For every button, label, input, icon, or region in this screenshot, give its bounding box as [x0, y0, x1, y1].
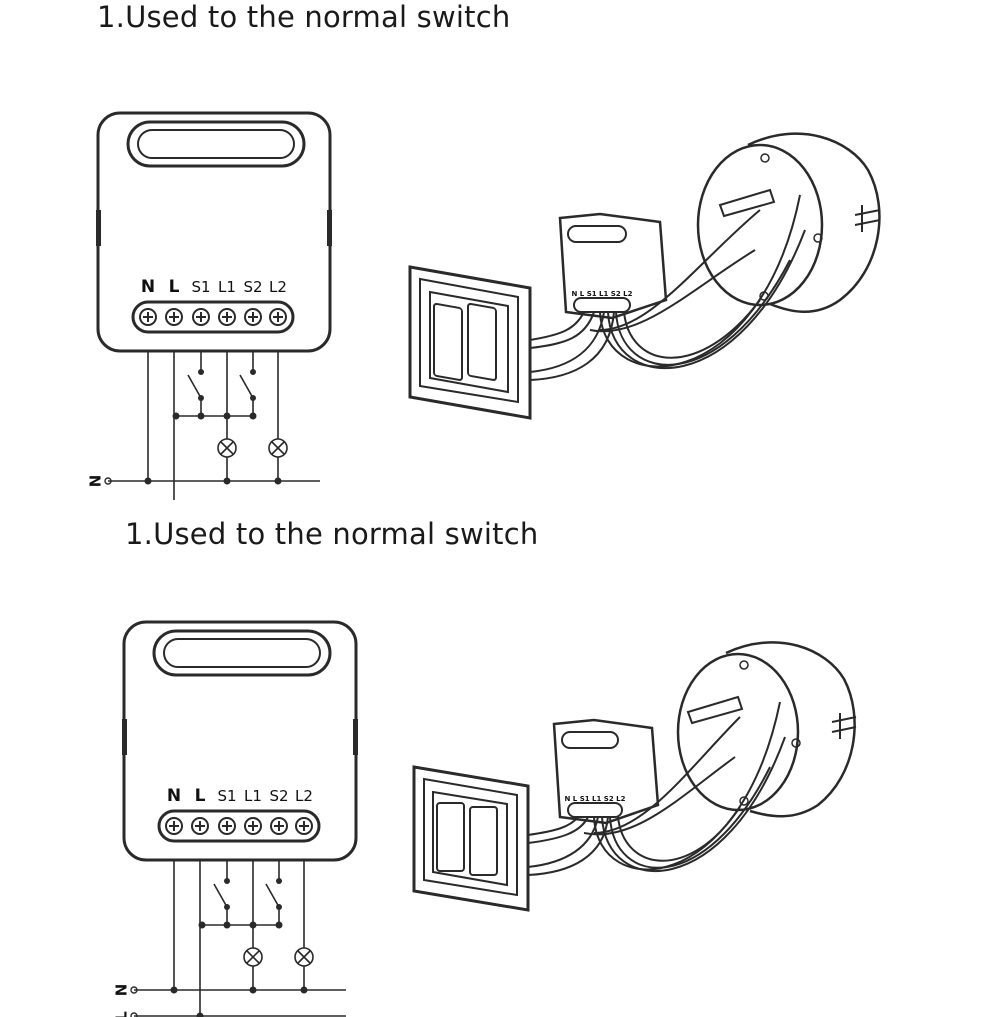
side-clip-left [122, 719, 127, 755]
terminal-label-l: L [169, 277, 180, 297]
terminal-screws [140, 309, 286, 325]
screw-icon [193, 309, 209, 325]
terminal-label-n: N [167, 786, 181, 806]
wall-switch [414, 767, 528, 910]
terminal-label-s2: S2 [269, 787, 288, 805]
mini-relay-module [560, 214, 666, 318]
terminal-label-s1: S1 [191, 278, 210, 296]
terminal-label-s1: S1 [217, 787, 236, 805]
relay-module [96, 113, 332, 351]
mini-terminal-labels: N L S1 L1 S2 L2 [565, 795, 626, 803]
junction-dots [171, 878, 308, 1017]
lamp-icon [218, 439, 236, 457]
screw-icon [271, 818, 287, 834]
junction-box [698, 134, 880, 312]
screw-icon [140, 309, 156, 325]
terminal-label-l: L [195, 786, 206, 806]
wiring-panel-2: 1.Used to the normal switch N L S1 L1 S2… [0, 517, 1001, 1017]
screw-icon [296, 818, 312, 834]
screw-icon [166, 818, 182, 834]
mini-terminal-labels: N L S1 L1 S2 L2 [572, 290, 633, 298]
screw-icon [245, 818, 261, 834]
wiring-drawing: N L S1 L1 S2 L2 [0, 517, 1001, 1017]
screw-icon [245, 309, 261, 325]
screw-icon [219, 309, 235, 325]
mini-relay-module [554, 720, 658, 823]
wiring-drawing: N L S1 L1 S2 L2 [0, 0, 1001, 500]
screw-icon [192, 818, 208, 834]
wiring-panel-1: 1.Used to the normal switch N L S1 L1 S2… [0, 0, 1001, 500]
screw-icon [270, 309, 286, 325]
wall-switch [410, 267, 530, 418]
side-clip-right [353, 719, 358, 755]
mains-label-n: N [113, 984, 131, 997]
relay-module [122, 622, 358, 860]
terminal-screws [166, 818, 312, 834]
junction-box [678, 642, 856, 816]
terminal-label-l1: L1 [218, 278, 236, 296]
terminal-label-l1: L1 [244, 787, 262, 805]
side-clip-right [327, 210, 332, 246]
side-clip-left [96, 210, 101, 246]
mains-label-n: N [87, 475, 105, 488]
terminal-label-n: N [141, 277, 155, 297]
lamp-icon [295, 948, 313, 966]
schematic-wiring [108, 351, 320, 500]
schematic-wiring [134, 860, 346, 1016]
lamp-icon [269, 439, 287, 457]
lamp-icon [244, 948, 262, 966]
terminal-label-l2: L2 [295, 787, 313, 805]
mains-label-l: L [113, 1011, 131, 1017]
terminal-label-l2: L2 [269, 278, 287, 296]
cables [530, 195, 805, 380]
screw-icon [219, 818, 235, 834]
terminal-label-s2: S2 [243, 278, 262, 296]
screw-icon [166, 309, 182, 325]
